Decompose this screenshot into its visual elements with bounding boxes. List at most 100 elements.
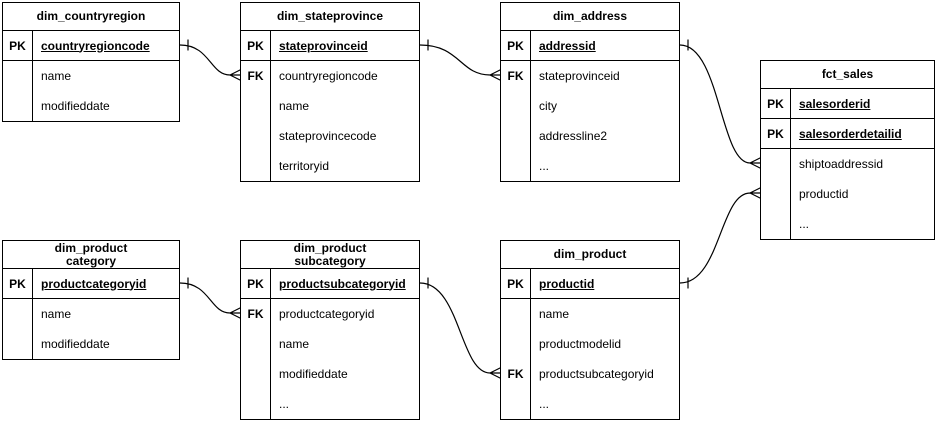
key-cell [501,389,531,419]
field-cell: ... [539,159,550,173]
table-row: productid [761,179,934,209]
table-row: modifieddate [3,91,179,121]
pk-badge: PK [501,31,531,60]
key-cell [3,61,33,91]
key-cell [3,329,33,359]
table-row: name [241,91,419,121]
entity-dim-product[interactable]: dim_product PK productid name productmod… [500,240,680,420]
pk-badge: PK [761,119,791,148]
fk-field: productcategoryid [279,307,375,321]
key-cell [761,149,791,179]
pk-field: countryregioncode [41,38,150,53]
pk-field: productid [539,276,595,291]
table-row: name [501,299,679,329]
fk-badge: FK [501,359,531,389]
table-row: name [3,299,179,329]
entity-dim-product-category[interactable]: dim_product category PK productcategoryi… [2,240,180,360]
key-cell [501,91,531,121]
table-row: PK addressid [501,31,679,61]
pk-badge: PK [241,31,271,60]
fk-field: countryregioncode [279,69,378,83]
table-row: PK countryregioncode [3,31,179,61]
pk-field: stateprovinceid [279,38,368,53]
connector-address-sales[interactable] [679,39,761,169]
entity-title: dim_stateprovince [241,3,419,31]
table-row: PK productid [501,269,679,299]
key-cell [501,329,531,359]
fk-field: stateprovinceid [539,69,620,83]
pk-field: salesorderdetailid [799,126,902,141]
fk-badge: FK [241,299,271,329]
table-row: ... [501,151,679,181]
field-cell: ... [799,217,810,231]
field-cell: name [279,99,310,113]
table-row: FK productcategoryid [241,299,419,329]
key-cell [761,209,791,239]
entity-title: dim_product [501,241,679,269]
field-cell: shiptoaddressid [799,157,884,171]
table-row: PK productsubcategoryid [241,269,419,299]
table-row: territoryid [241,151,419,181]
table-row: addressline2 [501,121,679,151]
table-row: FK stateprovinceid [501,61,679,91]
fk-field: productsubcategoryid [539,367,654,381]
field-cell: name [41,69,72,83]
entity-title: dim_product subcategory [241,241,419,269]
field-cell: stateprovincecode [279,129,377,143]
entity-fct-sales[interactable]: fct_sales PK salesorderid PK salesorderd… [760,60,935,240]
field-cell: ... [539,397,550,411]
connector-category-subcategory[interactable] [179,277,241,319]
table-row: modifieddate [241,359,419,389]
table-row: FK productsubcategoryid [501,359,679,389]
field-cell: city [539,99,557,113]
key-cell [241,121,271,151]
key-cell [761,179,791,209]
table-row: shiptoaddressid [761,149,934,179]
key-cell [241,359,271,389]
field-cell: modifieddate [41,99,110,113]
key-cell [241,389,271,419]
field-cell: name [41,307,72,321]
table-row: stateprovincecode [241,121,419,151]
connector-product-sales[interactable] [679,187,761,289]
pk-field: addressid [539,38,596,53]
pk-badge: PK [761,89,791,118]
table-row: name [241,329,419,359]
pk-badge: PK [3,269,33,298]
field-cell: modifieddate [41,337,110,351]
entity-dim-product-subcategory[interactable]: dim_product subcategory PK productsubcat… [240,240,420,420]
connector-stateprovince-address[interactable] [419,39,501,81]
table-row: modifieddate [3,329,179,359]
table-row: name [3,61,179,91]
field-cell: name [279,337,310,351]
field-cell: addressline2 [539,129,608,143]
table-row: productmodelid [501,329,679,359]
table-row: PK stateprovinceid [241,31,419,61]
field-cell: name [539,307,570,321]
table-row: PK productcategoryid [3,269,179,299]
table-row: city [501,91,679,121]
key-cell [501,121,531,151]
pk-field: productsubcategoryid [279,276,406,291]
entity-dim-countryregion[interactable]: dim_countryregion PK countryregioncode n… [2,2,180,122]
connector-subcategory-product[interactable] [419,277,501,379]
field-cell: modifieddate [279,367,348,381]
field-cell: productid [799,187,849,201]
field-cell: territoryid [279,159,330,173]
fk-badge: FK [501,61,531,91]
table-row: ... [241,389,419,419]
entity-title: dim_address [501,3,679,31]
key-cell [3,299,33,329]
key-cell [241,151,271,181]
pk-badge: PK [501,269,531,298]
entity-dim-address[interactable]: dim_address PK addressid FK stateprovinc… [500,2,680,182]
table-row: PK salesorderid [761,89,934,119]
table-row: ... [761,209,934,239]
connector-countryregion-stateprovince[interactable] [179,39,241,81]
pk-field: salesorderid [799,96,871,111]
entity-title: dim_countryregion [3,3,179,31]
pk-badge: PK [241,269,271,298]
entity-dim-stateprovince[interactable]: dim_stateprovince PK stateprovinceid FK … [240,2,420,182]
field-cell: ... [279,397,290,411]
key-cell [241,91,271,121]
